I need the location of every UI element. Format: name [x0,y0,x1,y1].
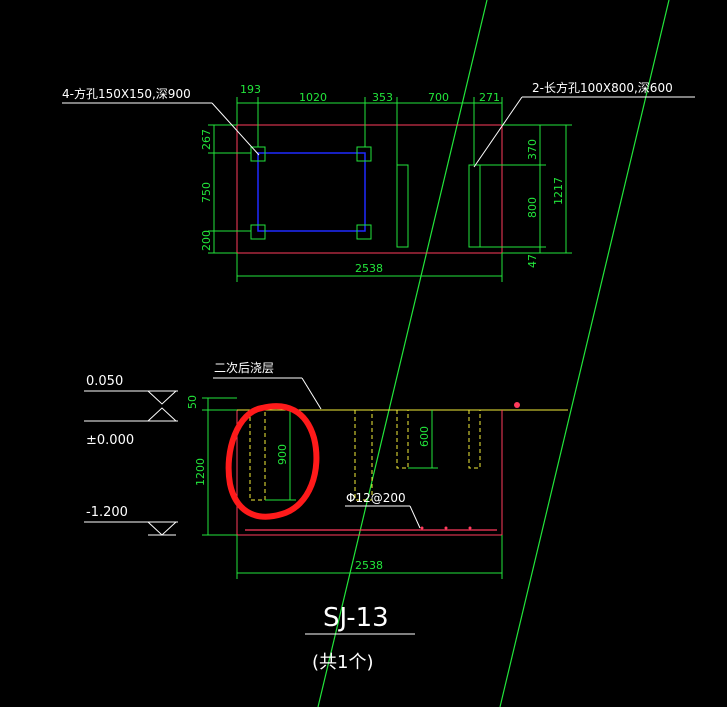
hidden-long-hole [396,410,409,469]
hidden-square-hole [354,410,373,501]
drawing-count: (共1个) [312,652,374,673]
long-hole [468,164,481,248]
hidden-long-hole [468,410,481,469]
square-hole [356,224,372,240]
plan-dim-271: 271 [479,91,500,104]
plan-dim-1020: 1020 [299,91,327,104]
section-view: 900 600 50 1200 0.050 ±0.000 -1.200 二次后浇… [84,361,568,579]
plan-dim-2538: 2538 [355,262,383,275]
title-block: SJ-13 (共1个) [305,603,415,673]
diagonal-line-left [317,0,488,707]
diagonal-line-right [499,0,670,707]
hidden-square-hole [249,410,266,501]
annotation-circle [225,403,320,520]
square-hole [250,224,266,240]
plan-outline [236,124,503,254]
long-hole [396,164,409,248]
label-rebar: Φ12@200 [346,491,406,505]
dim-50: 50 [186,395,199,409]
plan-dim-193: 193 [240,83,261,96]
plan-frame [257,152,366,232]
dim-1200: 1200 [194,458,207,486]
label-grout: 二次后浇层 [214,361,274,375]
elev-bottom-label: -1.200 [86,505,128,520]
drawing-title: SJ-13 [323,603,389,633]
plan-dim-370: 370 [526,139,539,160]
elev-top-label: 0.050 [86,374,123,389]
plan-dim-267: 267 [200,129,213,150]
section-outline [236,410,503,536]
section-marker-dot [514,402,520,408]
plan-view: 193 1020 353 700 271 267 750 200 370 800… [62,80,695,282]
plan-dim-200: 200 [200,230,213,251]
dim-900: 900 [276,444,289,465]
elev-zero-label: ±0.000 [86,433,134,448]
dim-600: 600 [418,426,431,447]
plan-dim-800: 800 [526,197,539,218]
square-hole [356,146,372,162]
section-dim-2538: 2538 [355,559,383,572]
plan-dim-750: 750 [200,182,213,203]
label-long-holes: 2-长方孔100X800,深600 [532,80,673,95]
plan-dim-47: 47 [526,254,539,268]
plan-dim-1217: 1217 [552,177,565,205]
label-square-holes: 4-方孔150X150,深900 [62,86,191,101]
plan-dim-700: 700 [428,91,449,104]
plan-dim-353: 353 [372,91,393,104]
